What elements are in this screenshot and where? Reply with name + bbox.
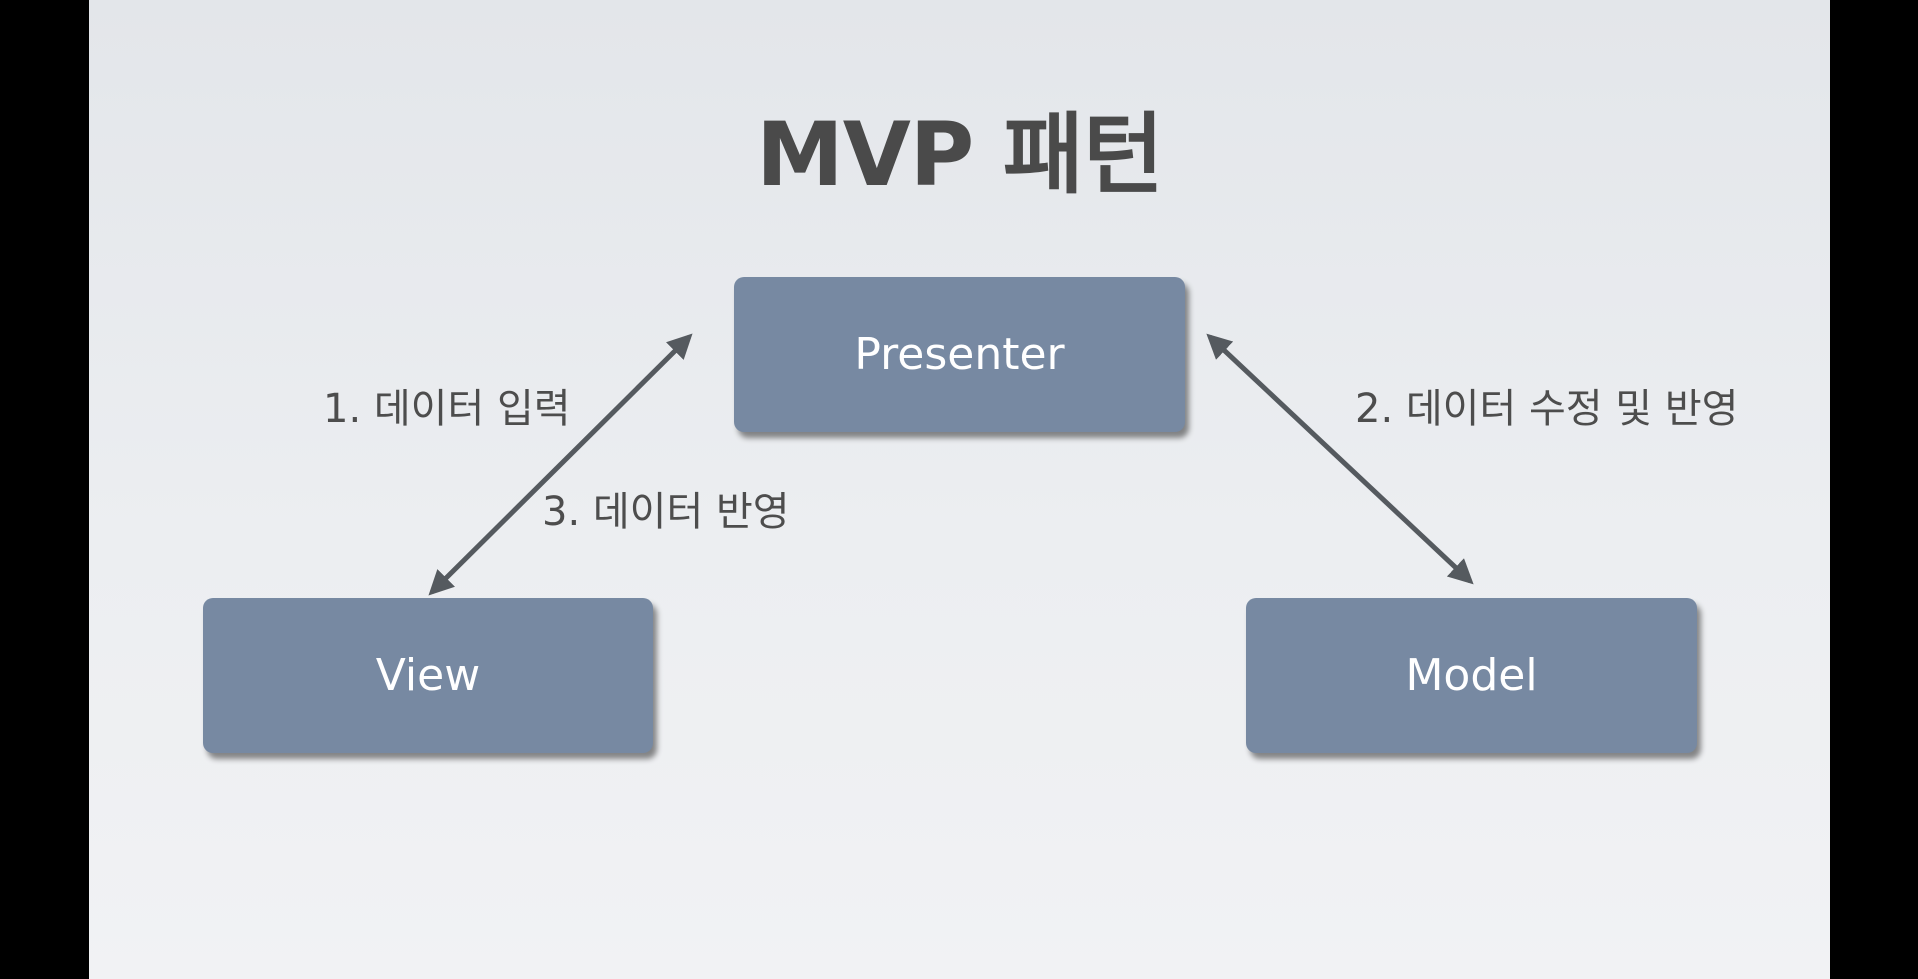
- slide-title: MVP 패턴: [756, 103, 1164, 206]
- edge-label-data-input: 1. 데이터 입력: [323, 386, 571, 432]
- view-label: View: [375, 650, 481, 701]
- arrow-presenter-model: [1206, 333, 1474, 585]
- arrow-view-presenter: [428, 333, 693, 596]
- arrow-layer: [428, 333, 1474, 596]
- model-box: Model: [1246, 598, 1697, 753]
- slide: MVP 패턴 Presenter View Model 1. 데이터 입력 3.…: [89, 0, 1830, 979]
- view-box: View: [203, 598, 653, 753]
- edge-label-data-reflect: 3. 데이터 반영: [542, 489, 790, 535]
- presenter-label: Presenter: [854, 329, 1065, 380]
- presenter-box: Presenter: [734, 277, 1185, 432]
- edge-label-data-modify-reflect: 2. 데이터 수정 및 반영: [1355, 386, 1739, 432]
- model-label: Model: [1405, 650, 1538, 701]
